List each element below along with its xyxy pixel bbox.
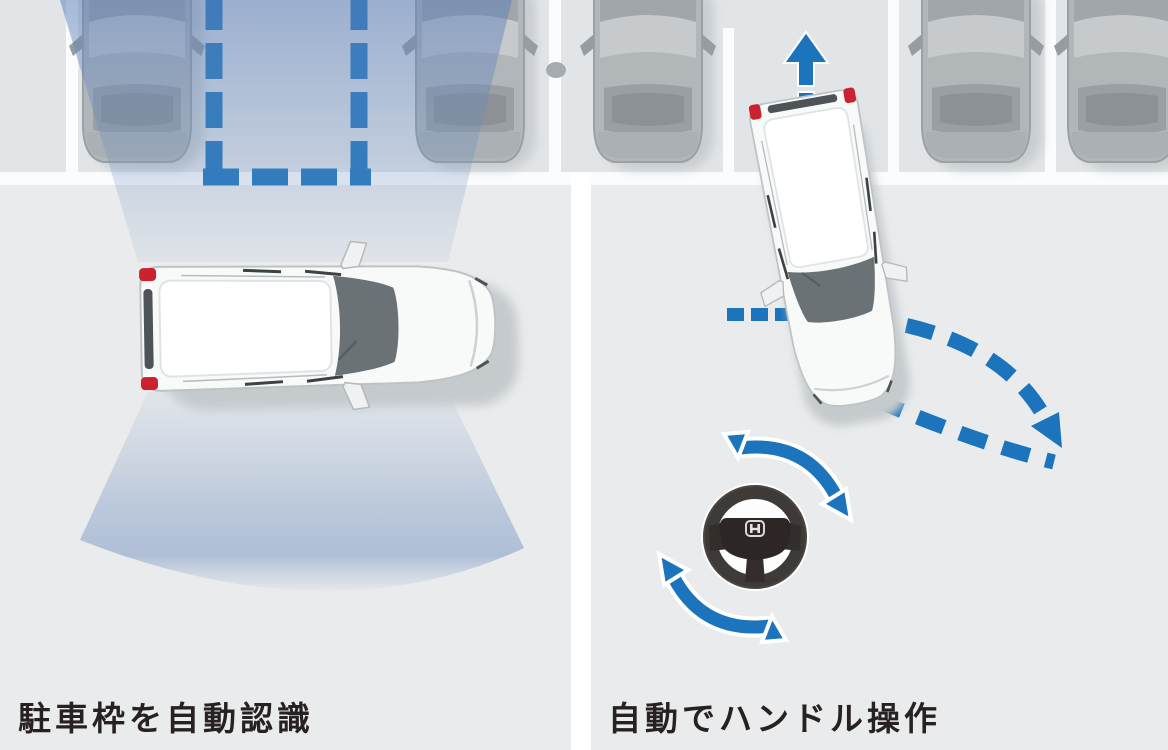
stall-edge-dashes	[727, 308, 792, 321]
caption-left-panel: 駐車枠を自動認識	[18, 700, 314, 737]
ego-car-left	[137, 237, 519, 415]
trajectory-arc	[861, 310, 1062, 470]
parked-car	[1054, 0, 1168, 170]
panel-divider	[571, 172, 591, 750]
neighbor-car-mirror	[546, 62, 566, 78]
parked-car	[580, 0, 716, 170]
caption-right-panel: 自動でハンドル操作	[608, 700, 941, 737]
honda-logo-icon	[745, 520, 765, 537]
stall-divider-line	[549, 0, 561, 172]
right-panel-scene	[580, 0, 1168, 645]
stall-divider-line	[888, 0, 899, 174]
sensor-cone-down	[80, 392, 524, 592]
stall-divider-line	[723, 28, 734, 174]
wheel-hub	[719, 518, 791, 560]
wheel-spoke	[745, 557, 765, 582]
parked-car	[908, 0, 1044, 170]
trajectory-arrowhead	[1031, 412, 1062, 448]
sensor-cone-up	[60, 0, 512, 262]
rotation-arrow-upper-icon	[720, 429, 854, 524]
ego-car-right	[727, 82, 930, 426]
rotation-arrow-lower-icon	[656, 550, 790, 645]
steering-wheel-icon	[701, 483, 809, 591]
stall-divider-line	[1045, 0, 1056, 174]
left-panel-scene	[60, 0, 566, 592]
